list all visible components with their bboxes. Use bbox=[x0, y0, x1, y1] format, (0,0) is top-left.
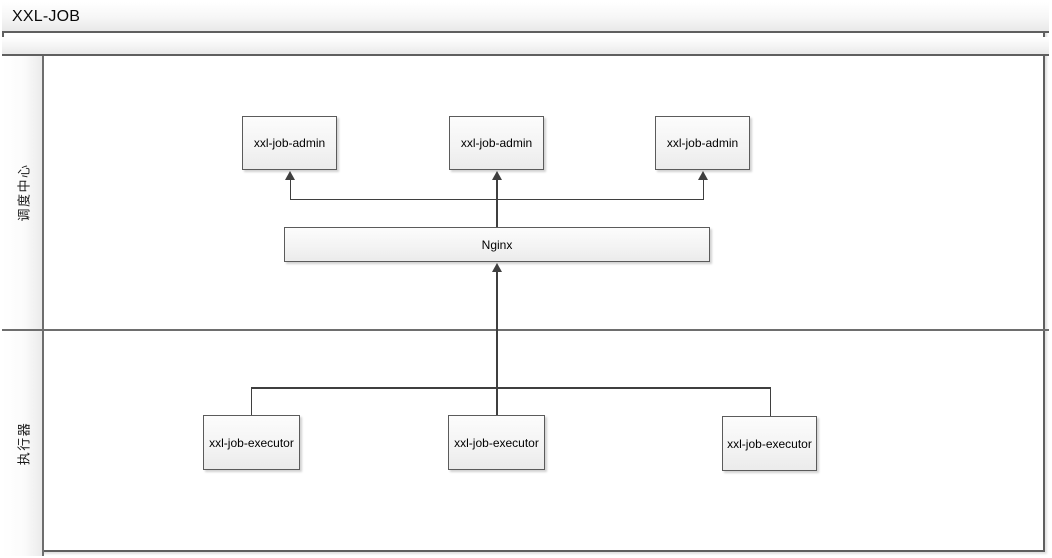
connector-executor-3-vline bbox=[769, 387, 772, 416]
node-label: xxl-job-executor bbox=[209, 435, 294, 450]
connector-admin-branch-hline bbox=[289, 198, 704, 201]
arrowhead-into-admin-3 bbox=[698, 171, 708, 180]
arrowhead-into-admin-1 bbox=[285, 171, 295, 180]
phase-separator-band bbox=[2, 37, 1049, 56]
node-label: xxl-job-admin bbox=[253, 136, 326, 150]
node-xxl-job-executor-2: xxl-job-executor bbox=[448, 415, 545, 470]
node-xxl-job-admin-3: xxl-job-admin bbox=[655, 116, 750, 170]
lane-label-executor: 执行器 bbox=[2, 331, 44, 556]
diagram-title: XXL-JOB bbox=[12, 7, 81, 25]
node-label: Nginx bbox=[481, 237, 513, 252]
arrowhead-into-nginx bbox=[491, 263, 502, 272]
arrowhead-into-admin-2 bbox=[491, 171, 502, 180]
connector-nginx-to-admin-3-vline bbox=[702, 180, 705, 200]
connector-executor-branch-hline bbox=[250, 387, 771, 389]
lane-label-text-dispatch-center: 调度中心 bbox=[16, 163, 32, 222]
node-xxl-job-executor-3: xxl-job-executor bbox=[722, 416, 817, 471]
diagram-title-bar: XXL-JOB bbox=[2, 2, 1049, 33]
node-label: xxl-job-executor bbox=[454, 435, 539, 450]
node-label: xxl-job-admin bbox=[666, 136, 739, 150]
lane-label-dispatch-center: 调度中心 bbox=[2, 56, 44, 329]
node-label: xxl-job-admin bbox=[460, 136, 533, 150]
connector-executor-2-to-nginx-vline bbox=[496, 272, 498, 415]
lane-divider-line bbox=[2, 329, 1049, 331]
node-xxl-job-admin-2: xxl-job-admin bbox=[449, 116, 544, 170]
connector-nginx-to-admin-1-vline bbox=[289, 180, 292, 200]
lane-label-column bbox=[2, 56, 44, 556]
node-label: xxl-job-executor bbox=[727, 436, 812, 451]
node-xxl-job-admin-1: xxl-job-admin bbox=[242, 116, 337, 170]
connector-nginx-to-admin-2-vline bbox=[496, 180, 498, 227]
lane-label-text-executor: 执行器 bbox=[16, 421, 32, 466]
node-xxl-job-executor-1: xxl-job-executor bbox=[203, 415, 300, 470]
node-nginx: Nginx bbox=[284, 227, 710, 262]
connector-executor-1-vline bbox=[250, 387, 253, 415]
